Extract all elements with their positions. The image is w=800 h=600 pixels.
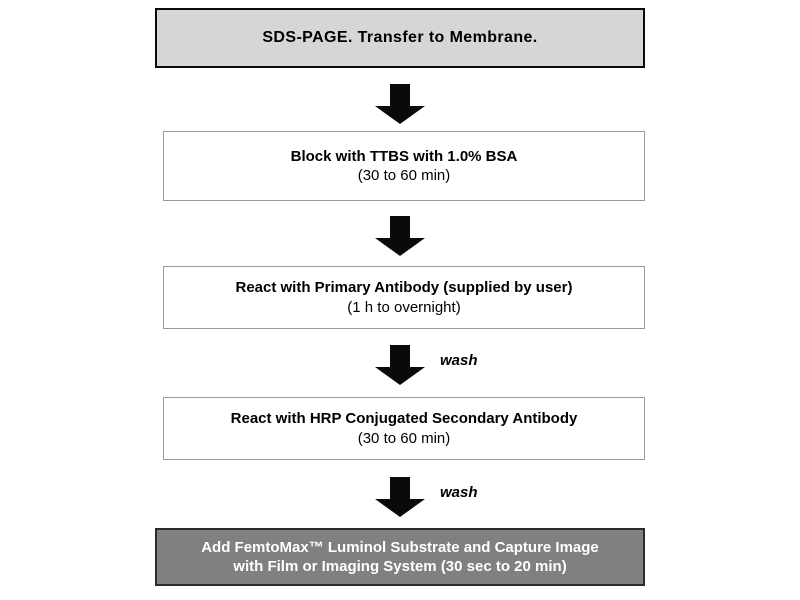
flow-node-primary-antibody: React with Primary Antibody (supplied by… xyxy=(163,266,651,335)
flow-node-block: Block with TTBS with 1.0% BSA (30 to 60 … xyxy=(163,131,651,207)
down-block-arrow-icon xyxy=(373,216,427,256)
flow-node-secondary-antibody-line2: (30 to 60 min) xyxy=(357,429,451,447)
flow-node-sds-page: SDS-PAGE. Transfer to Membrane. xyxy=(155,8,650,73)
flow-node-detection-line1: Add FemtoMax™ Luminol Substrate and Capt… xyxy=(201,538,599,556)
flow-node-secondary-antibody-line1: React with HRP Conjugated Secondary Anti… xyxy=(230,410,578,428)
flow-node-secondary-antibody: React with HRP Conjugated Secondary Anti… xyxy=(163,397,651,466)
flow-node-block-line2: (30 to 60 min) xyxy=(357,167,451,184)
flow-node-detection-line2: with Film or Imaging System (30 sec to 2… xyxy=(233,558,567,575)
flow-node-block-line1: Block with TTBS with 1.0% BSA xyxy=(290,147,518,165)
flow-node-primary-antibody-line2: (1 h to overnight) xyxy=(347,298,461,316)
flow-node-sds-page-line1: SDS-PAGE. Transfer to Membrane. xyxy=(262,28,538,46)
flow-node-primary-antibody-line1: React with Primary Antibody (supplied by… xyxy=(235,279,573,297)
connector-label-wash-2: wash xyxy=(440,484,478,501)
down-block-arrow-icon xyxy=(373,477,427,517)
connector-label-wash-1: wash xyxy=(440,352,478,369)
down-block-arrow-icon xyxy=(373,84,427,124)
flow-node-detection: Add FemtoMax™ Luminol Substrate and Capt… xyxy=(155,528,650,591)
down-block-arrow-icon xyxy=(373,345,427,385)
